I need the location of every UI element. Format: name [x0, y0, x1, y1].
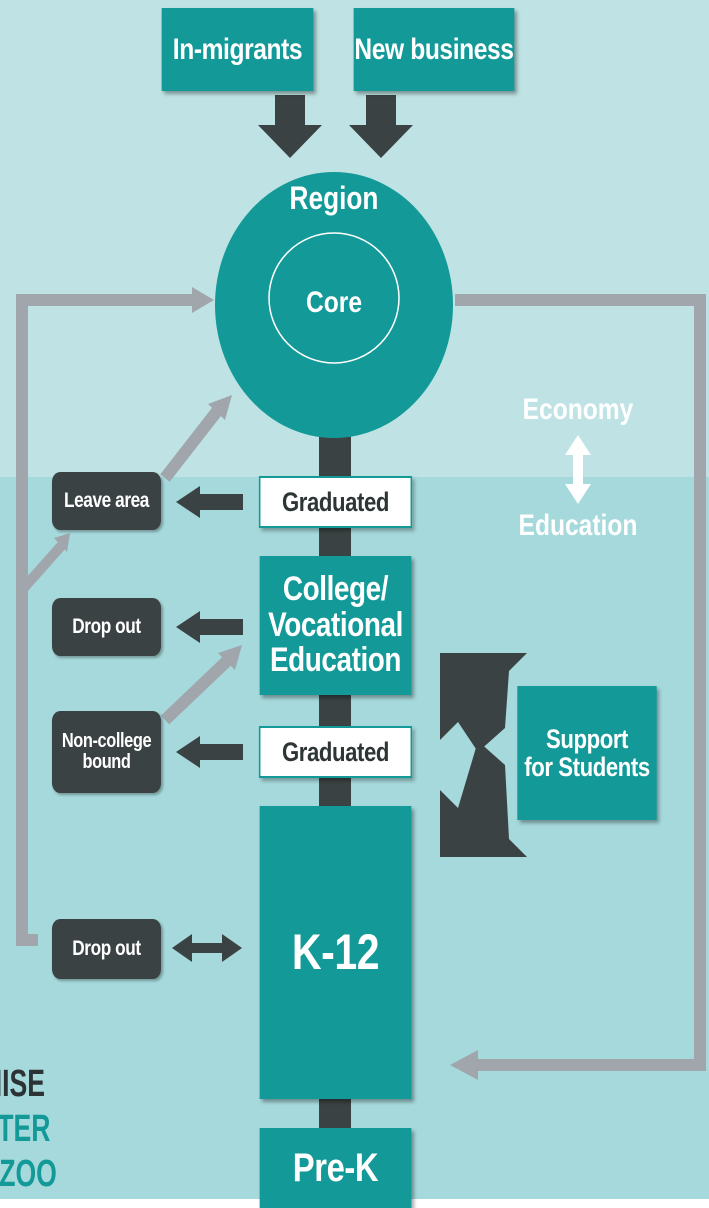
non-college-to-college-line: [160, 655, 233, 725]
right-loop-line: [455, 294, 706, 1071]
region-label: Region: [289, 180, 379, 216]
new-business-box: New business: [353, 8, 515, 91]
arrow-support-to-k12: [440, 741, 527, 857]
arrow-graduated-to-non-college: [176, 736, 243, 768]
education-label: Education: [518, 509, 638, 542]
drop-out-k12-label: Drop out: [72, 936, 141, 960]
arrow-support-to-college: [440, 653, 527, 752]
core-label: Core: [305, 286, 363, 319]
non-college-to-college-arrowhead: [218, 645, 242, 670]
in-migrants-box: In-migrants: [161, 8, 314, 91]
arrow-college-to-drop-out: [176, 611, 243, 643]
support-for-students-box: Support for Students: [517, 686, 657, 820]
promise-logo-fragment: MISE ATER AZOO: [0, 1062, 80, 1197]
drop-out-college-label: Drop out: [72, 614, 141, 638]
double-arrow-k12-drop-out: [172, 934, 242, 962]
support-line-1: Support: [546, 723, 628, 754]
college-line-2: Vocational: [268, 605, 403, 644]
left-loop-line: [16, 294, 195, 946]
graduated-lower-label: Graduated: [281, 736, 390, 767]
leave-area-to-region-line: [160, 406, 223, 482]
support-line-2: for Students: [524, 752, 650, 782]
college-vocational-box: College/ Vocational Education: [259, 556, 412, 695]
economy-label: Economy: [522, 393, 634, 426]
graduated-upper-label: Graduated: [281, 486, 390, 517]
graduated-lower-box: Graduated: [258, 726, 413, 778]
k12-box: K-12: [259, 806, 412, 1099]
region-circle: [215, 172, 453, 438]
arrow-graduated-to-leave-area: [176, 486, 243, 518]
prek-label: Pre-K: [292, 1146, 379, 1190]
loop-to-leave-area-line: [18, 541, 66, 594]
loop-to-leave-area-arrowhead: [54, 533, 70, 552]
left-loop-arrowhead: [192, 287, 214, 313]
in-migrants-label: In-migrants: [172, 32, 303, 66]
economy-education-arrow: [565, 435, 591, 504]
college-line-3: Education: [269, 641, 402, 680]
non-college-line-1: Non-college: [61, 730, 152, 752]
non-college-bound-box: Non-college bound: [51, 711, 162, 793]
leave-area-box: Leave area: [51, 472, 162, 530]
prek-box: Pre-K: [259, 1128, 412, 1208]
right-loop-arrowhead: [450, 1050, 478, 1080]
logo-line-2: ATER: [0, 1108, 51, 1150]
logo-line-3: AZOO: [0, 1153, 57, 1195]
drop-out-college-box: Drop out: [51, 598, 162, 656]
drop-out-k12-box: Drop out: [51, 919, 162, 979]
arrow-new-business-down: [349, 95, 413, 158]
k12-label: K-12: [291, 924, 380, 981]
leave-area-to-region-arrowhead: [208, 395, 232, 420]
arrow-in-migrants-down: [258, 95, 322, 158]
college-line-1: College/: [282, 569, 389, 608]
graduated-upper-box: Graduated: [258, 476, 413, 528]
core-circle: [268, 232, 400, 364]
non-college-line-2: bound: [82, 751, 131, 773]
new-business-label: New business: [354, 32, 514, 66]
logo-line-1: MISE: [0, 1063, 46, 1105]
leave-area-label: Leave area: [64, 488, 149, 512]
